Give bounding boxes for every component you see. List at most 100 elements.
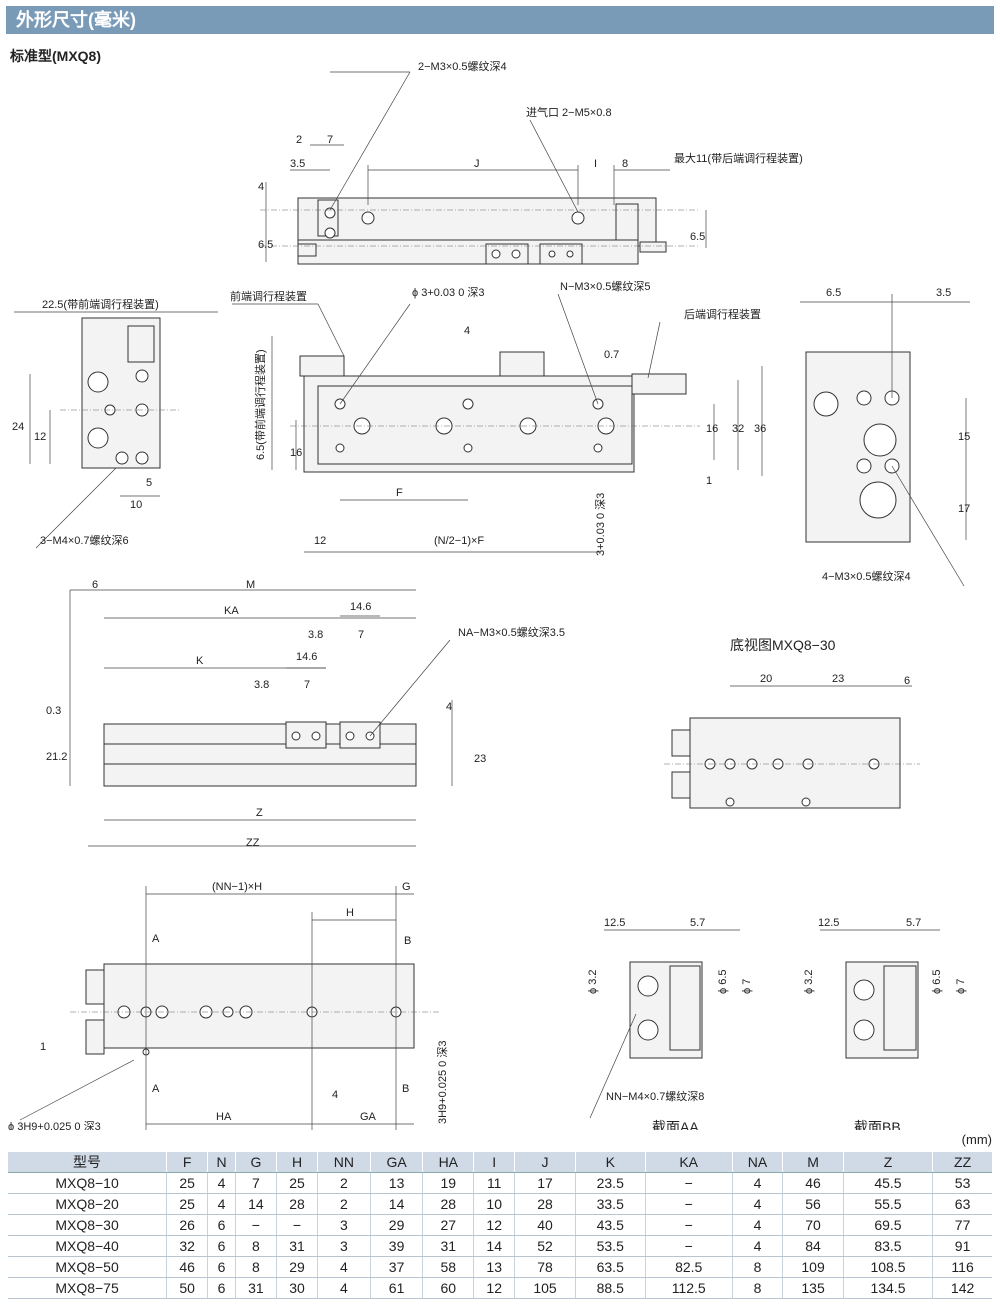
dimension-label: 12.5 xyxy=(818,917,839,929)
table-cell: − xyxy=(644,1193,733,1215)
dimension-table: 型号 F N G H NN GA HA I J K KA NA M Z ZZ M… xyxy=(8,1152,992,1299)
dimension-label: 3.8 xyxy=(308,629,323,641)
table-cell: 46 xyxy=(782,1172,844,1194)
dimension-label: 24 xyxy=(12,421,24,433)
dimension-label: B xyxy=(404,935,411,947)
table-cell: 30 xyxy=(275,1277,318,1299)
table-cell: 69.5 xyxy=(842,1214,933,1236)
table-cell: 78 xyxy=(514,1256,576,1278)
dimension-label: 后端调行程装置 xyxy=(684,308,761,321)
table-cell: − xyxy=(644,1172,733,1194)
dimension-label: (NN−1)×H xyxy=(212,881,262,893)
table-cell: 53.5 xyxy=(574,1235,646,1257)
table-cell: 12 xyxy=(473,1214,515,1236)
table-cell: 142 xyxy=(932,1277,992,1299)
table-cell: 56 xyxy=(782,1193,844,1215)
column-header: N xyxy=(207,1152,236,1173)
section-aa-label: 截面AA xyxy=(652,1119,699,1130)
dimension-label: 6.5 xyxy=(258,239,273,251)
table-cell: 10 xyxy=(473,1193,515,1215)
table-cell: 4 xyxy=(207,1193,236,1215)
dimension-label: 10 xyxy=(130,499,142,511)
table-cell: 88.5 xyxy=(574,1277,646,1299)
dimension-label: A xyxy=(152,1083,160,1095)
table-cell: 6 xyxy=(207,1277,236,1299)
table-cell: 84 xyxy=(782,1235,844,1257)
dimension-label: 前端调行程装置 xyxy=(230,289,307,303)
table-cell: 2 xyxy=(317,1172,371,1194)
column-header: GA xyxy=(369,1152,423,1173)
dimension-label: 6 xyxy=(904,675,910,687)
dimension-label: KA xyxy=(224,605,239,617)
dimension-label: 12 xyxy=(314,535,326,547)
inlet-label: 进气口 2−M5×0.8 xyxy=(526,105,612,119)
table-cell: 58 xyxy=(422,1256,474,1278)
column-header: J xyxy=(514,1152,576,1173)
dimension-label: N−M3×0.5螺纹深5 xyxy=(560,279,650,293)
table-cell: 46 xyxy=(166,1256,208,1278)
table-cell: 83.5 xyxy=(842,1235,933,1257)
table-cell: 70 xyxy=(782,1214,844,1236)
dimension-label: I xyxy=(594,158,597,170)
table-cell: 26 xyxy=(166,1214,208,1236)
column-header: HA xyxy=(422,1152,474,1173)
table-cell: 23.5 xyxy=(574,1172,646,1194)
table-cell: 14 xyxy=(234,1193,277,1215)
table-cell: 8 xyxy=(731,1277,783,1299)
column-header: I xyxy=(473,1152,515,1173)
column-header: NN xyxy=(317,1152,371,1173)
column-header: H xyxy=(275,1152,318,1173)
dimension-label: 14.6 xyxy=(296,651,317,663)
table-cell: 4 xyxy=(207,1172,236,1194)
side-view: 6 M KA 14.6 3.8 7 K 14.6 3.8 7 NA−M3×0.5… xyxy=(46,579,565,849)
column-header: NA xyxy=(731,1152,783,1173)
dimension-label: H xyxy=(346,907,354,919)
dimension-label: F xyxy=(396,487,403,499)
table-cell: 60 xyxy=(422,1277,474,1299)
table-cell: 4 xyxy=(731,1172,783,1194)
dimension-label: 3−M4×0.7螺纹深6 xyxy=(40,533,129,547)
dimension-label: 6 xyxy=(92,579,98,591)
dimension-label: 17 xyxy=(958,503,970,515)
table-cell: − xyxy=(234,1214,277,1236)
column-header: 型号 xyxy=(8,1152,167,1173)
dimension-label: 4 xyxy=(446,701,452,713)
table-cell: 32 xyxy=(166,1235,208,1257)
section-header: 外形尺寸(毫米) xyxy=(6,6,994,34)
dimension-label: ϕ 6.5 xyxy=(931,969,943,994)
column-header: ZZ xyxy=(932,1152,992,1173)
dimension-label: 1 xyxy=(706,475,712,487)
table-cell: 63 xyxy=(932,1193,992,1215)
dimension-label: B xyxy=(402,1083,409,1095)
dimension-label: 7 xyxy=(304,679,310,691)
table-cell: 6 xyxy=(207,1214,236,1236)
dimension-label: 3+0.03 0 深3 xyxy=(594,493,607,556)
table-cell: 55.5 xyxy=(842,1193,933,1215)
dimension-label: 5 xyxy=(146,477,152,489)
dimension-label: ZZ xyxy=(246,837,260,849)
max11-label: 最大11(带后端调行程装置) xyxy=(674,151,803,165)
model-cell: MXQ8−20 xyxy=(8,1193,167,1215)
model-cell: MXQ8−40 xyxy=(8,1235,167,1257)
table-cell: − xyxy=(644,1214,733,1236)
table-cell: 7 xyxy=(234,1172,277,1194)
dimension-label: NN−M4×0.7螺纹深8 xyxy=(606,1089,704,1103)
left-end-view: 22.5(带前端调行程装置) 24 12 5 10 3−M4×0.7螺纹深6 xyxy=(12,297,218,549)
dimension-label: 7 xyxy=(327,134,333,146)
table-cell: 77 xyxy=(932,1214,992,1236)
dimension-label: 8 xyxy=(622,158,628,170)
table-cell: 4 xyxy=(731,1214,783,1236)
table-cell: 6 xyxy=(207,1235,236,1257)
dimension-label: 32 xyxy=(732,423,744,435)
model-cell: MXQ8−30 xyxy=(8,1214,167,1236)
dimension-label: M xyxy=(246,579,255,591)
table-cell: 3 xyxy=(317,1214,371,1236)
column-header: F xyxy=(166,1152,208,1173)
dimension-label: ϕ 3H9+0.025 0 深3 xyxy=(8,1120,101,1130)
dimension-label: ϕ 7 xyxy=(741,979,753,994)
section-bb-label: 截面BB xyxy=(854,1119,901,1130)
table-cell: 28 xyxy=(514,1193,576,1215)
table-cell: 8 xyxy=(731,1256,783,1278)
bottom-view-mxq8-30: 底视图MXQ8−30 20 23 6 xyxy=(664,637,920,809)
